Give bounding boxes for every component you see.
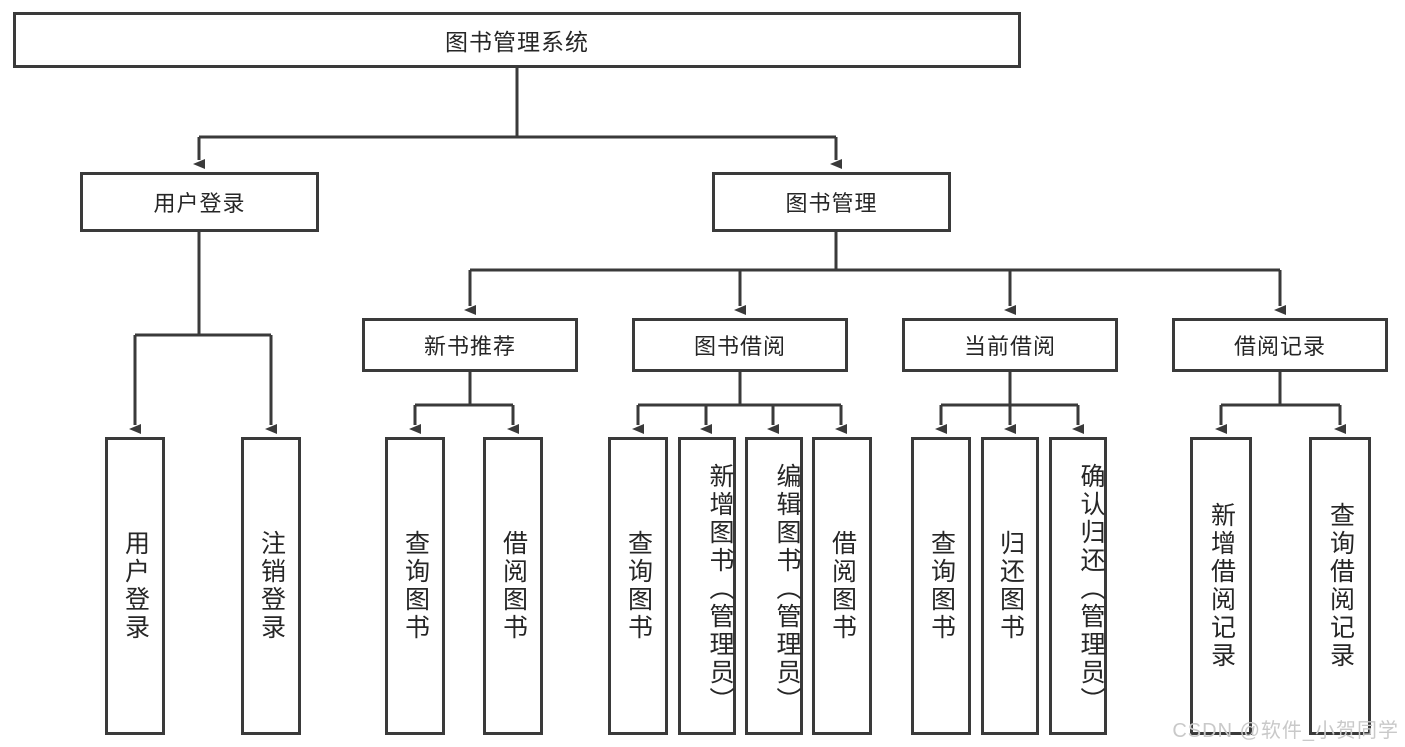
leaf-borrow-add-book-admin[interactable]: 新增图书（管理员） [678, 437, 736, 735]
watermark-text: CSDN @软件_小贺同学 [1172, 720, 1399, 742]
leaf-current-query-book[interactable]: 查询图书 [911, 437, 971, 735]
node-book-borrow[interactable]: 图书借阅 [632, 318, 848, 372]
node-user-login[interactable]: 用户登录 [80, 172, 319, 232]
leaf-record-add-borrow-record[interactable]: 新增借阅记录 [1190, 437, 1252, 735]
leaf-borrow-edit-book-admin[interactable]: 编辑图书（管理员） [745, 437, 803, 735]
leaf-recommend-query-book[interactable]: 查询图书 [385, 437, 445, 735]
node-borrow-record[interactable]: 借阅记录 [1172, 318, 1388, 372]
leaf-borrow-query-book[interactable]: 查询图书 [608, 437, 668, 735]
node-book-management[interactable]: 图书管理 [712, 172, 951, 232]
leaf-user-login-signin[interactable]: 用户登录 [105, 437, 165, 735]
leaf-record-query-borrow-record[interactable]: 查询借阅记录 [1309, 437, 1371, 735]
leaf-current-confirm-return-admin[interactable]: 确认归还（管理员） [1049, 437, 1107, 735]
node-new-book-recommend[interactable]: 新书推荐 [362, 318, 578, 372]
leaf-recommend-borrow-book[interactable]: 借阅图书 [483, 437, 543, 735]
leaf-current-return-book[interactable]: 归还图书 [981, 437, 1039, 735]
leaf-user-login-signout[interactable]: 注销登录 [241, 437, 301, 735]
node-root-library-system[interactable]: 图书管理系统 [13, 12, 1021, 68]
leaf-borrow-borrow-book[interactable]: 借阅图书 [812, 437, 872, 735]
node-current-borrow[interactable]: 当前借阅 [902, 318, 1118, 372]
